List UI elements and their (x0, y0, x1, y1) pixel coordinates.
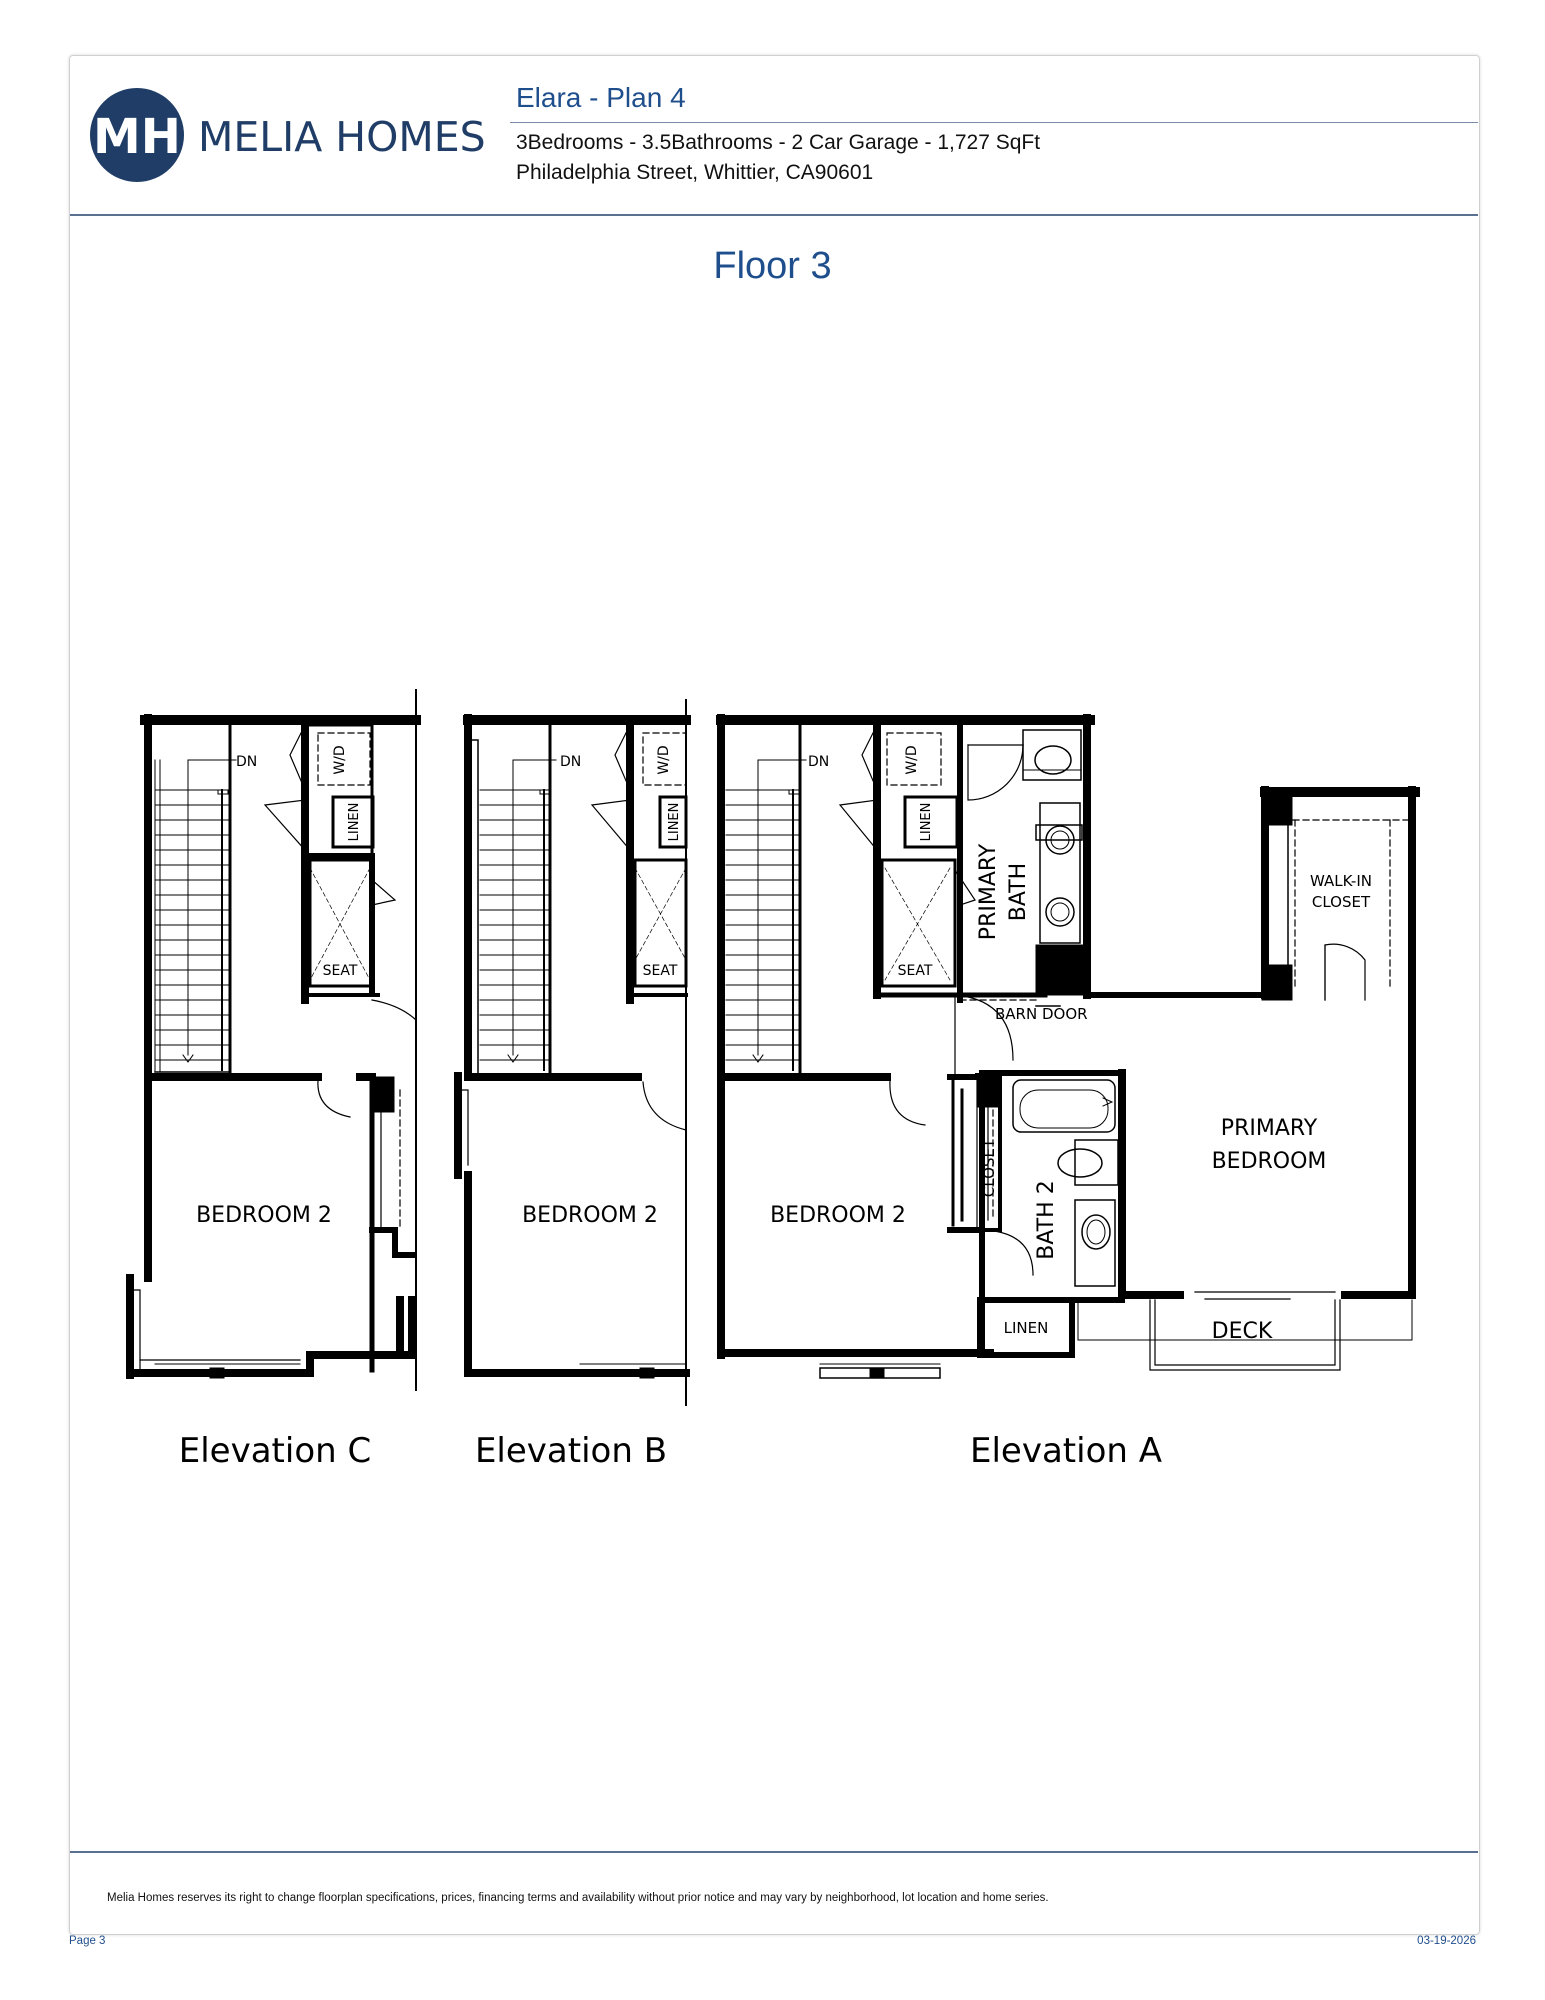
elevation-c-plan (126, 689, 421, 1391)
logo-name: MELIA HOMES (198, 113, 486, 161)
plan-address: Philadelphia Street, Whittier, CA90601 (516, 161, 874, 184)
elev-a-dn-label: DN (808, 754, 829, 770)
elevation-a-caption: Elevation A (970, 1431, 1162, 1471)
elev-a-wd-label: W/D (904, 745, 920, 774)
logo-mark: MH (93, 109, 181, 165)
elev-c-wd-label: W/D (332, 745, 348, 774)
disclaimer: Melia Homes reserves its right to change… (107, 1892, 1049, 1904)
elev-a-bedroom2-label: BEDROOM 2 (770, 1203, 906, 1228)
melia-homes-logo: MH MELIA HOMES (90, 88, 486, 182)
primary-bedroom-label-1: PRIMARY (1221, 1116, 1318, 1141)
elev-a-seat-label: SEAT (898, 963, 933, 979)
primary-bedroom-label-2: BEDROOM (1212, 1149, 1327, 1174)
bath2-label: BATH 2 (1034, 1180, 1059, 1259)
plan-specs: 3Bedrooms - 3.5Bathrooms - 2 Car Garage … (516, 131, 1041, 154)
elev-c-dn-label: DN (236, 754, 257, 770)
page-frame (69, 55, 1480, 1935)
page-header (70, 56, 1478, 216)
elev-a-linen-label: LINEN (919, 803, 934, 842)
elev-c-bedroom2-label: BEDROOM 2 (196, 1203, 332, 1228)
elevation-a-plan (716, 714, 1420, 1379)
title-divider (510, 122, 1478, 123)
footer-divider (70, 1851, 1478, 1853)
page-number: Page 3 (69, 1935, 106, 1947)
barn-door-label: BARN DOOR (995, 1005, 1088, 1023)
walkin-closet-label-2: CLOSET (1312, 893, 1371, 911)
elev-b-seat-label: SEAT (643, 963, 678, 979)
elevation-b-caption: Elevation B (475, 1431, 667, 1471)
elev-b-bedroom2-label: BEDROOM 2 (522, 1203, 658, 1228)
elev-b-wd-label: W/D (656, 745, 672, 774)
closet-label: CLOSET (980, 1138, 998, 1197)
plan-title: Elara - Plan 4 (516, 82, 686, 113)
elevation-b-plan (454, 699, 691, 1406)
primary-bath-label-1: PRIMARY (976, 843, 1001, 940)
elev-c-seat-label: SEAT (323, 963, 358, 979)
print-date: 03-19-2026 (1417, 1935, 1476, 1947)
floor-title: Floor 3 (713, 245, 832, 287)
elevation-c-caption: Elevation C (179, 1431, 371, 1471)
elev-b-dn-label: DN (560, 754, 581, 770)
elev-c-linen-label: LINEN (347, 803, 362, 842)
primary-bath-label-2: BATH (1006, 863, 1031, 921)
deck-label: DECK (1212, 1319, 1273, 1344)
elev-b-linen-label: LINEN (667, 803, 682, 842)
walkin-closet-label-1: WALK-IN (1310, 872, 1372, 890)
linen-label: LINEN (1004, 1319, 1049, 1337)
